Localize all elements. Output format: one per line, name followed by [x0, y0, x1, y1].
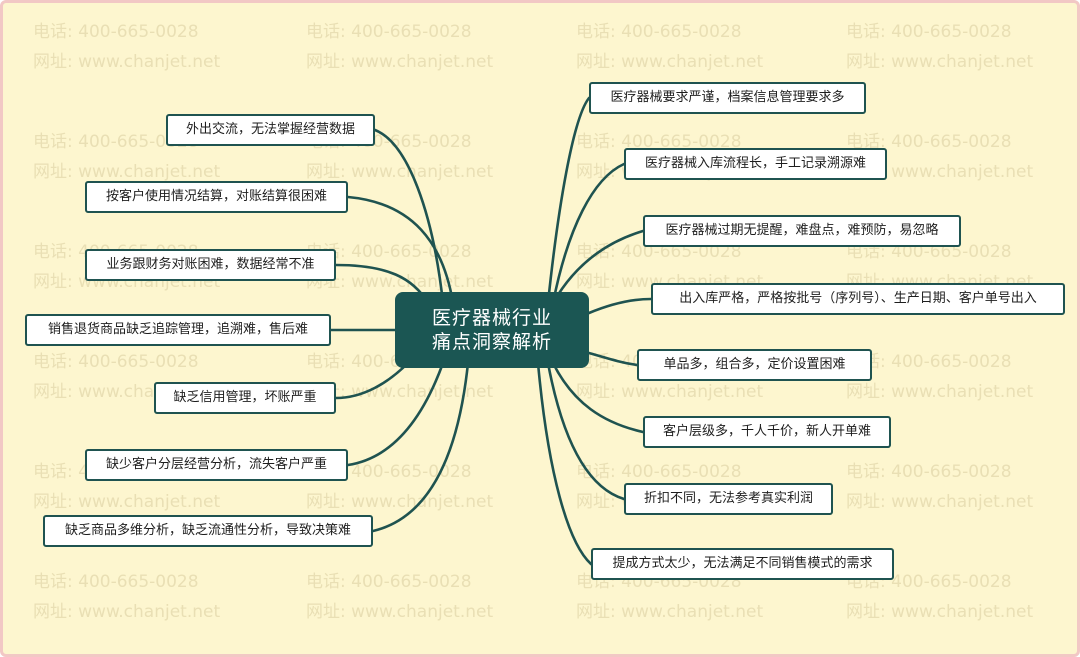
watermark-phone: 电话: 400-665-0028 [576, 22, 742, 42]
topic-left-1[interactable]: 外出交流，无法掌握经营数据 [166, 114, 375, 146]
branch-connectors [329, 96, 653, 566]
branch-link-left-2 [346, 195, 455, 305]
watermark-site: 网址: www.chanjet.net [33, 162, 221, 182]
topic-right-6[interactable]: 客户层级多，千人千价，新人开单难 [643, 416, 891, 448]
watermark: 电话: 400-665-0028 网址: www.chanjet.net [846, 17, 1077, 77]
branch-link-right-8 [536, 361, 593, 566]
topic-right-3[interactable]: 医疗器械过期无提醒，难盘点，难预防，易忽略 [643, 215, 961, 247]
watermark-site: 网址: www.chanjet.net [576, 52, 764, 72]
central-topic[interactable]: 医疗器械行业 痛点洞察解析 [395, 292, 589, 368]
watermark-site: 网址: www.chanjet.net [846, 602, 1034, 622]
topic-right-7[interactable]: 折扣不同，无法参考真实利润 [624, 483, 833, 515]
topic-right-2[interactable]: 医疗器械入库流程长，手工记录溯源难 [624, 148, 887, 180]
watermark-phone: 电话: 400-665-0028 [33, 22, 199, 42]
topic-left-3[interactable]: 业务跟财务对账困难，数据经常不准 [85, 249, 336, 281]
topic-right-8[interactable]: 提成方式太少，无法满足不同销售模式的需求 [591, 548, 894, 580]
topic-left-2[interactable]: 按客户使用情况结算，对账结算很困难 [85, 181, 348, 213]
branch-link-left-6 [346, 361, 445, 467]
watermark-phone: 电话: 400-665-0028 [33, 572, 199, 592]
watermark: 电话: 400-665-0028 网址: www.chanjet.net [846, 457, 1077, 517]
watermark-phone: 电话: 400-665-0028 [846, 352, 1012, 372]
watermark-phone: 电话: 400-665-0028 [846, 462, 1012, 482]
watermark-site: 网址: www.chanjet.net [306, 602, 494, 622]
topic-right-1[interactable]: 医疗器械要求严谨，档案信息管理要求多 [589, 82, 866, 114]
watermark-phone: 电话: 400-665-0028 [576, 132, 742, 152]
branch-link-right-4 [587, 297, 653, 315]
watermark: 电话: 400-665-0028 网址: www.chanjet.net [33, 567, 273, 627]
watermark-phone: 电话: 400-665-0028 [306, 22, 472, 42]
central-topic-line-1: 医疗器械行业 [431, 307, 552, 329]
watermark: 电话: 400-665-0028 网址: www.chanjet.net [33, 17, 273, 77]
branch-link-right-5 [587, 351, 639, 367]
branch-link-left-7 [371, 361, 470, 533]
watermark-phone: 电话: 400-665-0028 [306, 572, 472, 592]
topic-right-4[interactable]: 出入库严格，严格按批号（序列号）、生产日期、客户单号出入 [651, 283, 1065, 315]
watermark-site: 网址: www.chanjet.net [33, 52, 221, 72]
watermark-site: 网址: www.chanjet.net [576, 602, 764, 622]
watermark-phone: 电话: 400-665-0028 [846, 22, 1012, 42]
topic-left-4[interactable]: 销售退货商品缺乏追踪管理，追溯难，售后难 [25, 314, 331, 346]
watermark-phone: 电话: 400-665-0028 [33, 132, 199, 152]
watermark-phone: 电话: 400-665-0028 [576, 462, 742, 482]
watermark-site: 网址: www.chanjet.net [306, 52, 494, 72]
watermark-phone: 电话: 400-665-0028 [846, 132, 1012, 152]
watermark-phone: 电话: 400-665-0028 [306, 242, 472, 262]
watermark: 电话: 400-665-0028 网址: www.chanjet.net [306, 567, 546, 627]
branch-link-right-3 [551, 229, 645, 305]
topic-right-5[interactable]: 单品多，组合多，定价设置困难 [637, 349, 872, 381]
central-topic-line-2: 痛点洞察解析 [431, 331, 552, 353]
branch-link-right-2 [551, 162, 626, 305]
topic-left-5[interactable]: 缺乏信用管理，坏账严重 [154, 382, 336, 414]
watermark-site: 网址: www.chanjet.net [846, 162, 1034, 182]
watermark-phone: 电话: 400-665-0028 [846, 242, 1012, 262]
branch-link-left-1 [373, 128, 445, 305]
watermark-phone: 电话: 400-665-0028 [576, 242, 742, 262]
watermark: 电话: 400-665-0028 网址: www.chanjet.net [846, 127, 1077, 187]
watermark-site: 网址: www.chanjet.net [306, 162, 494, 182]
topic-left-7[interactable]: 缺乏商品多维分析，缺乏流通性分析，导致决策难 [43, 515, 373, 547]
watermark-site: 网址: www.chanjet.net [846, 492, 1034, 512]
branch-link-right-7 [546, 361, 626, 501]
watermark-site: 网址: www.chanjet.net [576, 382, 764, 402]
watermark-site: 网址: www.chanjet.net [846, 52, 1034, 72]
topic-left-6[interactable]: 缺少客户分层经营分析，流失客户严重 [85, 449, 348, 481]
branch-link-left-5 [334, 361, 410, 400]
watermark-site: 网址: www.chanjet.net [846, 382, 1034, 402]
watermark-site: 网址: www.chanjet.net [33, 602, 221, 622]
watermark-site: 网址: www.chanjet.net [306, 492, 494, 512]
watermark: 电话: 400-665-0028 网址: www.chanjet.net [306, 17, 546, 77]
branch-link-right-6 [551, 361, 645, 434]
branch-link-right-1 [546, 96, 591, 305]
watermark: 电话: 400-665-0028 网址: www.chanjet.net [576, 17, 816, 77]
watermark-layer: 电话: 400-665-0028 网址: www.chanjet.net 电话: 4… [3, 3, 1077, 654]
watermark: 电话: 400-665-0028 网址: www.chanjet.net [846, 347, 1077, 407]
watermark-phone: 电话: 400-665-0028 [33, 352, 199, 372]
watermark: 电话: 400-665-0028 网址: www.chanjet.net [33, 127, 273, 187]
watermark-site: 网址: www.chanjet.net [33, 492, 221, 512]
